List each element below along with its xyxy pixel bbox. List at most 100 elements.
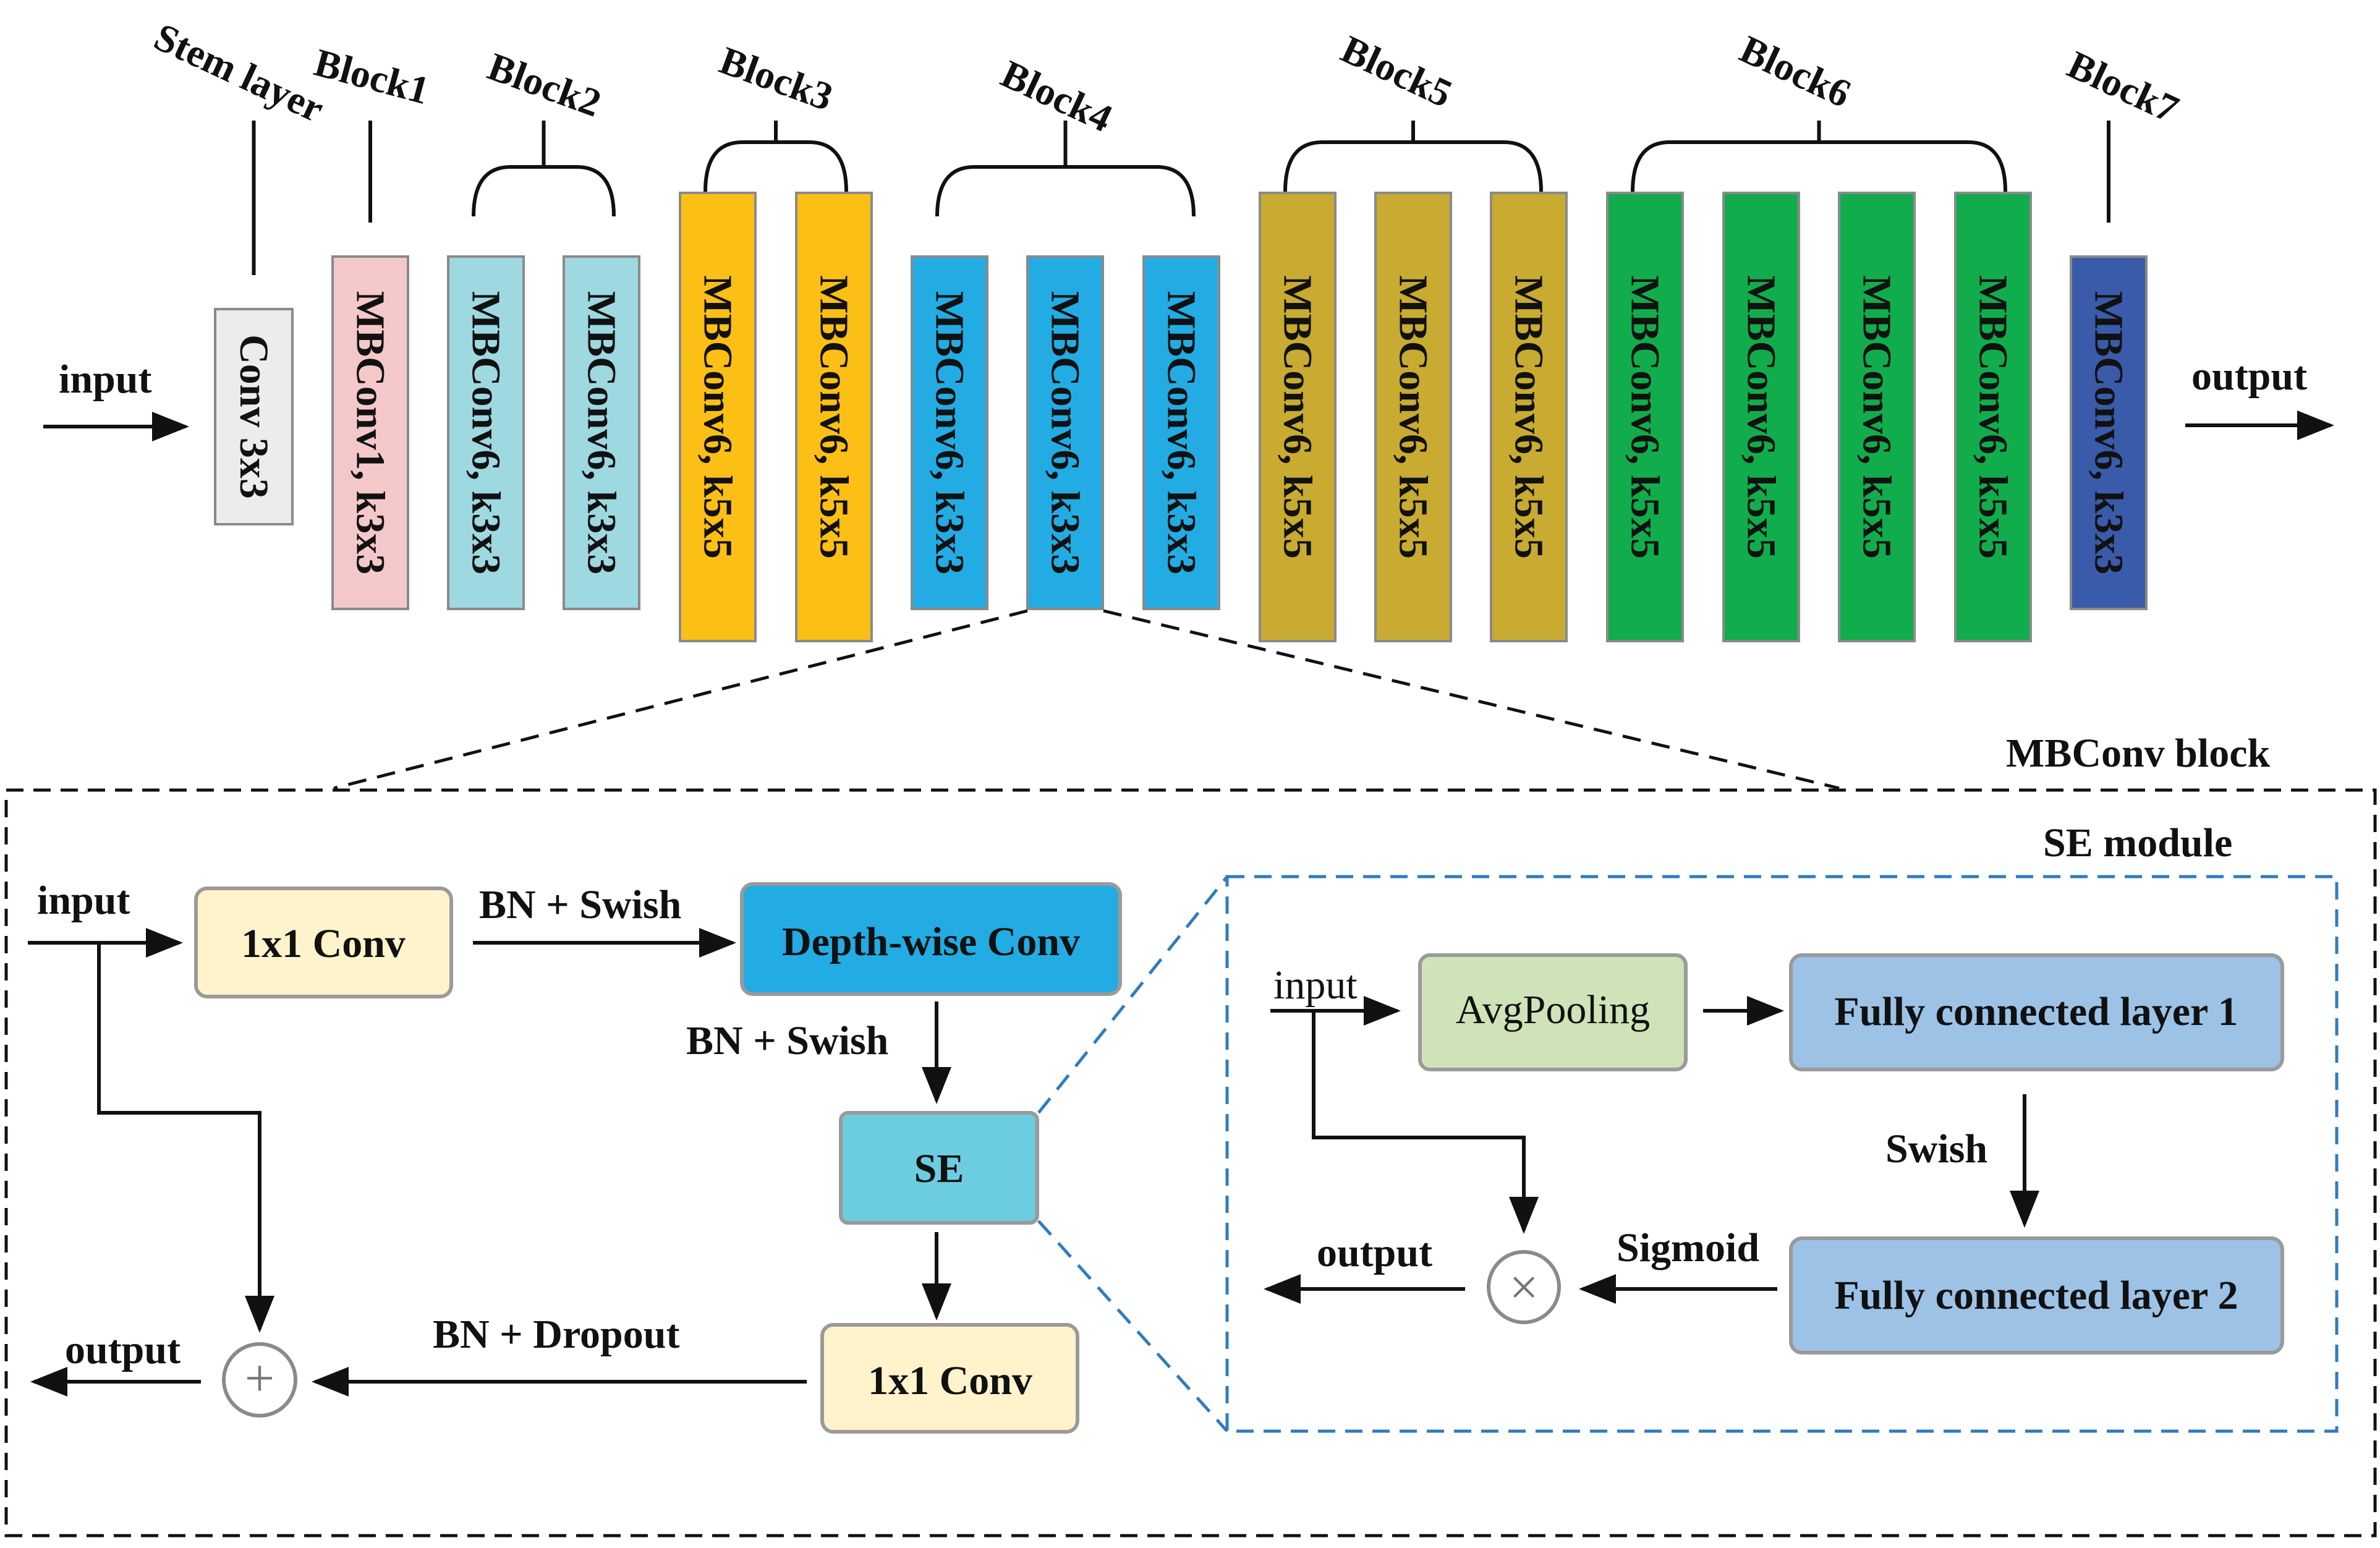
layer-box: [1259, 192, 1337, 642]
edge-bn-dropout: BN + Dropout: [433, 1312, 679, 1357]
layer-label: MBConv6, k5x5: [695, 275, 741, 558]
stage-label: Block7: [2061, 42, 2185, 131]
layer-box: [331, 255, 409, 610]
se-module-title: SE module: [2043, 820, 2232, 865]
multiply-circle: [1487, 1250, 1561, 1324]
stage-label: Block6: [1733, 27, 1858, 116]
layer-label: MBConv6, k5x5: [1623, 275, 1668, 558]
stage-label: Block4: [995, 51, 1119, 140]
stage-bracket: [1631, 140, 2007, 192]
backbone-output-label: output: [2191, 354, 2307, 399]
stage-bracket: [935, 165, 1196, 217]
layer-label: Conv 3x3: [231, 334, 276, 499]
fc2-label: Fully connected layer 2: [1834, 1273, 2238, 1318]
zoom-line-left: [333, 609, 1028, 790]
avgpool-node: AvgPooling: [1418, 953, 1688, 1071]
se-skip-arrow: [1312, 1011, 1539, 1234]
se-box: [839, 1111, 1039, 1225]
layer-box: [911, 255, 988, 610]
layer-label: MBConv6, k5x5: [1507, 275, 1552, 558]
mbconv-frame: [4, 788, 2377, 1537]
stage-bracket: [472, 165, 616, 217]
stage-bracket: [1283, 140, 1543, 192]
conv1x1-label: 1x1 Conv: [241, 921, 406, 966]
edge-sigmoid: Sigmoid: [1617, 1225, 1759, 1270]
layer-box: [1490, 192, 1568, 642]
layer-box: [1722, 192, 1800, 642]
se-module-frame: [1225, 875, 2339, 1433]
mbconv-input-label: input: [37, 878, 130, 923]
layer-label: MBConv6, k3x3: [1043, 291, 1088, 574]
se-module: SE module input AvgPooling Fully connect…: [1225, 820, 2339, 1433]
se-label: SE: [914, 1146, 964, 1191]
multiply-symbol: ×: [1509, 1259, 1538, 1316]
zoom-line-right: [1103, 609, 1840, 790]
depthwise-conv-node: Depth-wise Conv: [740, 882, 1122, 996]
stage-label: Block1: [310, 40, 433, 113]
avgpool-box: [1418, 953, 1688, 1071]
skip-connection-arrow: [97, 943, 274, 1333]
layer-box: [1374, 192, 1452, 642]
add-circle: [222, 1342, 297, 1418]
se-zoom-line-top: [1037, 875, 1228, 1114]
layer-box: [1026, 255, 1104, 610]
fc2-box: [1789, 1236, 2284, 1354]
layer-label: MBConv6, k3x3: [927, 291, 972, 574]
stage-label: Block2: [482, 44, 606, 125]
stage-bracket: [703, 140, 848, 192]
layer-box: [795, 192, 873, 642]
fc1-node: Fully connected layer 1: [1789, 953, 2284, 1071]
mbconv-block: MBConv block input 1x1 Conv BN + Swish D…: [4, 731, 2377, 1537]
add-node: +: [222, 1342, 297, 1418]
add-symbol: +: [245, 1348, 275, 1408]
layer-label: MBConv6, k5x5: [1275, 275, 1320, 558]
conv1x1-out-label: 1x1 Conv: [868, 1358, 1032, 1403]
layer-box: [214, 308, 294, 525]
stage-label: Block3: [714, 38, 838, 119]
depthwise-conv-label: Depth-wise Conv: [782, 919, 1080, 964]
layer-label: MBConv1, k3x3: [348, 291, 393, 574]
layer-label: MBConv6, k3x3: [464, 291, 509, 574]
edge-bn-swish-2: BN + Swish: [686, 1018, 888, 1063]
layer-label: MBConv6, k5x5: [1391, 275, 1436, 558]
layer-box: [2070, 255, 2148, 610]
layer-label: MBConv6, k5x5: [812, 275, 857, 558]
fc1-label: Fully connected layer 1: [1834, 989, 2238, 1034]
mbconv-output-label: output: [65, 1327, 181, 1372]
layer-label: MBConv6, k3x3: [2086, 291, 2131, 574]
layer-label: MBConv6, k5x5: [1855, 275, 1900, 558]
layer-label: MBConv6, k3x3: [579, 291, 624, 574]
se-node: SE: [839, 1111, 1039, 1225]
conv1x1-box: [194, 887, 453, 998]
layer-box: [447, 255, 525, 610]
layer-label: MBConv6, k5x5: [1739, 275, 1784, 558]
stage-label: Stem layer: [148, 14, 331, 130]
se-zoom-line-bottom: [1037, 1220, 1228, 1432]
edge-swish: Swish: [1885, 1126, 1987, 1172]
depthwise-conv-box: [740, 882, 1122, 996]
conv1x1-out-node: 1x1 Conv: [820, 1323, 1079, 1434]
se-input-label: input: [1273, 963, 1358, 1008]
layer-label: MBConv6, k3x3: [1159, 291, 1204, 574]
layer-box: [1838, 192, 1916, 642]
fc1-box: [1789, 953, 2284, 1071]
backbone-input-label: input: [59, 357, 151, 402]
layer-box: [563, 255, 640, 610]
layer-label: MBConv6, k5x5: [1971, 275, 2016, 558]
edge-bn-swish-1: BN + Swish: [479, 882, 681, 927]
layer-box: [1142, 255, 1220, 610]
stage-label: Block5: [1335, 27, 1459, 116]
fc2-node: Fully connected layer 2: [1789, 1236, 2284, 1354]
conv1x1-node: 1x1 Conv: [194, 887, 453, 998]
